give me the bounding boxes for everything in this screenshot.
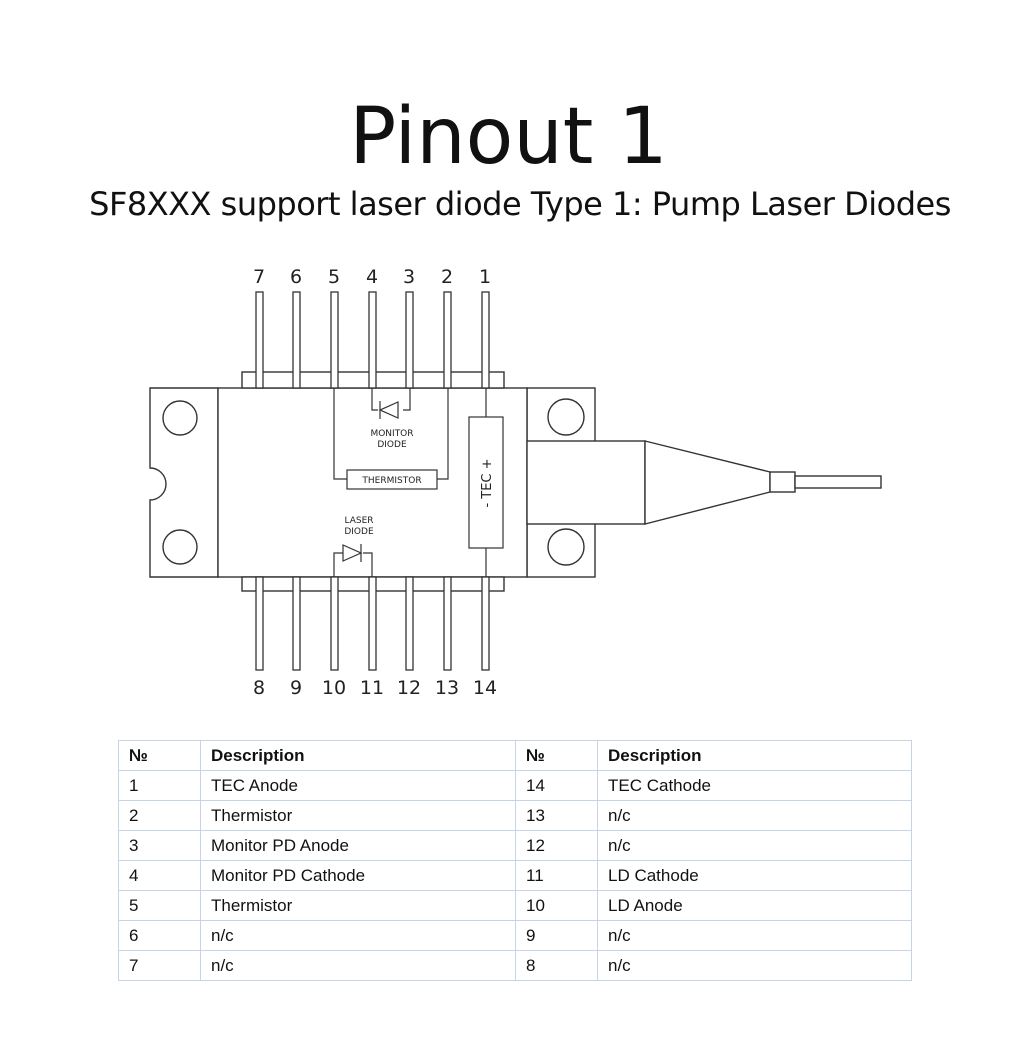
bottom-pin-label: 9 bbox=[290, 677, 302, 699]
pin-number: 5 bbox=[118, 890, 201, 921]
pin-description: n/c bbox=[597, 830, 912, 861]
pin-description: TEC Cathode bbox=[597, 770, 912, 801]
top-pin-label: 6 bbox=[290, 266, 302, 288]
laser-wire bbox=[333, 552, 373, 577]
pin-description: Thermistor bbox=[200, 890, 516, 921]
pin-description: Monitor PD Anode bbox=[200, 830, 516, 861]
bottom-pin-label: 14 bbox=[473, 677, 497, 699]
pin-description: LD Anode bbox=[597, 890, 912, 921]
pin-description: n/c bbox=[597, 950, 912, 981]
laser-diode-label-2: DIODE bbox=[344, 527, 374, 537]
table-header-row: № Description № Description bbox=[118, 740, 912, 771]
fiber-ferrule bbox=[769, 471, 796, 493]
top-pin-label: 3 bbox=[403, 266, 415, 288]
header-number-left: № bbox=[118, 740, 201, 771]
table-row: 5 Thermistor 10 LD Anode bbox=[118, 890, 912, 921]
top-pin-label: 5 bbox=[328, 266, 340, 288]
monitor-wire bbox=[371, 388, 411, 411]
pin-2 bbox=[443, 291, 452, 389]
bottom-pin-label: 10 bbox=[322, 677, 346, 699]
top-pin-label: 7 bbox=[253, 266, 265, 288]
pin-number: 6 bbox=[118, 920, 201, 951]
pin-description: n/c bbox=[597, 800, 912, 831]
pin-number: 2 bbox=[118, 800, 201, 831]
pin-number: 10 bbox=[515, 890, 598, 921]
pin-13 bbox=[443, 576, 452, 671]
right-top-hole bbox=[547, 398, 585, 436]
bottom-pin-label: 11 bbox=[360, 677, 384, 699]
header-description-left: Description bbox=[200, 740, 516, 771]
fiber-boot bbox=[526, 440, 646, 525]
monitor-diode-label-1: MONITOR bbox=[370, 429, 413, 439]
fiber bbox=[794, 475, 882, 489]
pin-number: 13 bbox=[515, 800, 598, 831]
pin-number: 7 bbox=[118, 950, 201, 981]
monitor-diode-label-2: DIODE bbox=[377, 440, 407, 450]
table-row: 1 TEC Anode 14 TEC Cathode bbox=[118, 770, 912, 801]
tec-label: - TEC + bbox=[480, 458, 495, 507]
table-row: 7 n/c 8 n/c bbox=[118, 950, 912, 981]
pin-number: 9 bbox=[515, 920, 598, 951]
pin-12 bbox=[405, 576, 414, 671]
thermistor-label: THERMISTOR bbox=[361, 476, 421, 486]
laser-diode-label-1: LASER bbox=[344, 516, 373, 526]
pin-description: Thermistor bbox=[200, 800, 516, 831]
pin-9 bbox=[292, 576, 301, 671]
pin-6 bbox=[292, 291, 301, 389]
pin-1 bbox=[481, 291, 490, 389]
pin-description: n/c bbox=[597, 920, 912, 951]
left-top-hole bbox=[162, 400, 198, 436]
bottom-pin-label: 12 bbox=[397, 677, 421, 699]
pin-5 bbox=[330, 291, 339, 389]
pin-11 bbox=[368, 576, 377, 671]
pin-10 bbox=[330, 576, 339, 671]
table-row: 2 Thermistor 13 n/c bbox=[118, 800, 912, 831]
table-row: 3 Monitor PD Anode 12 n/c bbox=[118, 830, 912, 861]
pin-4 bbox=[368, 291, 377, 389]
pin-description: n/c bbox=[200, 950, 516, 981]
pin-number: 11 bbox=[515, 860, 598, 891]
pin-description: LD Cathode bbox=[597, 860, 912, 891]
pinout-table: № Description № Description 1 TEC Anode … bbox=[118, 740, 912, 981]
pin-description: Monitor PD Cathode bbox=[200, 860, 516, 891]
pin-number: 3 bbox=[118, 830, 201, 861]
pin-description: TEC Anode bbox=[200, 770, 516, 801]
left-flange bbox=[149, 387, 219, 578]
header-number-right: № bbox=[515, 740, 598, 771]
right-bottom-hole bbox=[547, 528, 585, 566]
laser-diode-icon bbox=[342, 544, 363, 562]
thermistor-box bbox=[346, 469, 438, 490]
pin-number: 12 bbox=[515, 830, 598, 861]
bottom-pin-label: 13 bbox=[435, 677, 459, 699]
pin-3 bbox=[405, 291, 414, 389]
table-row: 6 n/c 9 n/c bbox=[118, 920, 912, 951]
top-pin-label: 4 bbox=[366, 266, 378, 288]
pin-number: 1 bbox=[118, 770, 201, 801]
header-description-right: Description bbox=[597, 740, 912, 771]
page-title: Pinout 1 bbox=[349, 92, 668, 182]
thermistor-wire bbox=[333, 388, 449, 480]
pin-number: 4 bbox=[118, 860, 201, 891]
pin-description: n/c bbox=[200, 920, 516, 951]
top-pin-label: 2 bbox=[441, 266, 453, 288]
tec-box bbox=[468, 416, 504, 549]
table-row: 4 Monitor PD Cathode 11 LD Cathode bbox=[118, 860, 912, 891]
pin-number: 14 bbox=[515, 770, 598, 801]
pinout-diagram: MONITOR DIODE THERMISTOR LASER DIODE - T… bbox=[149, 266, 882, 699]
bottom-pin-label: 8 bbox=[253, 677, 265, 699]
page-subtitle: SF8XXX support laser diode Type 1: Pump … bbox=[89, 185, 951, 223]
pin-14 bbox=[481, 576, 490, 671]
pin-8 bbox=[255, 576, 264, 671]
pin-7 bbox=[255, 291, 264, 389]
monitor-diode-icon bbox=[378, 401, 399, 419]
fiber-taper bbox=[644, 440, 771, 525]
top-pin-label: 1 bbox=[479, 266, 491, 288]
left-bottom-hole bbox=[162, 529, 198, 565]
pin-number: 8 bbox=[515, 950, 598, 981]
